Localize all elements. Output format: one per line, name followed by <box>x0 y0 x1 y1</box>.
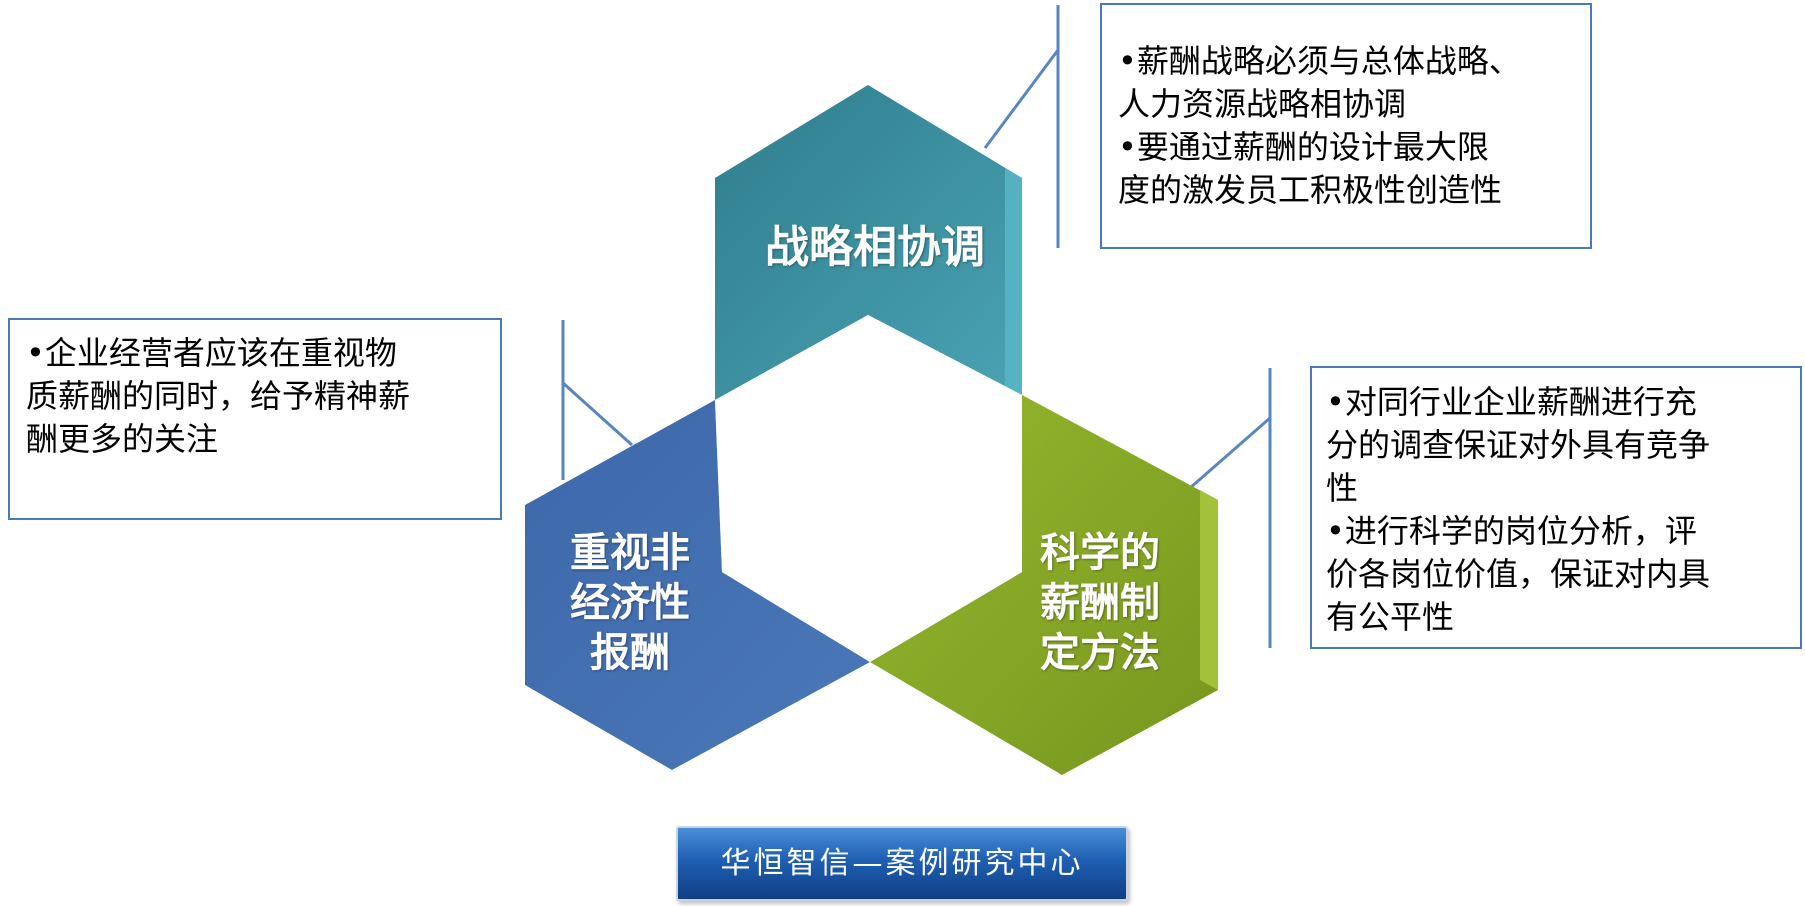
center-hexagon <box>715 315 1022 662</box>
hex-method-label: 科学的 薪酬制 定方法 <box>1040 530 1160 676</box>
note-strategy-item-2: •要通过薪酬的设计最大限 度的激发员工积极性创造性 <box>1118 128 1503 209</box>
connector-top <box>983 5 1060 248</box>
note-method-item-2: •进行科学的岗位分析，评 价各岗位价值，保证对内具 有公平性 <box>1326 512 1711 636</box>
note-non-economic-item-1: •企业经营者应该在重视物 质薪酬的同时，给予精神薪 酬更多的关注 <box>26 334 411 458</box>
hex-non-economic-label: 重视非 经济性 报酬 <box>570 530 690 676</box>
connector-right <box>1189 368 1272 648</box>
hex-strategy-label: 战略相协调 <box>765 222 985 273</box>
hex-method-bevel <box>1200 490 1218 690</box>
hex-non-economic <box>525 400 870 770</box>
note-strategy-item-1: •薪酬战略必须与总体战略、 人力资源战略相协调 <box>1118 42 1521 123</box>
footer-banner: 华恒智信—案例研究中心 <box>676 826 1128 901</box>
note-box-method: •对同行业企业薪酬进行充 分的调查保证对外具有竞争 性 •进行科学的岗位分析，评… <box>1310 366 1802 649</box>
hex-strategy <box>715 85 1022 400</box>
note-method-item-1: •对同行业企业薪酬进行充 分的调查保证对外具有竞争 性 <box>1326 383 1711 507</box>
hex-strategy-bevel <box>1005 168 1022 395</box>
note-box-non-economic: •企业经营者应该在重视物 质薪酬的同时，给予精神薪 酬更多的关注 <box>8 318 502 520</box>
hex-method <box>870 395 1218 775</box>
note-box-strategy: •薪酬战略必须与总体战略、 人力资源战略相协调 •要通过薪酬的设计最大限 度的激… <box>1100 3 1592 249</box>
connector-left <box>561 320 634 480</box>
